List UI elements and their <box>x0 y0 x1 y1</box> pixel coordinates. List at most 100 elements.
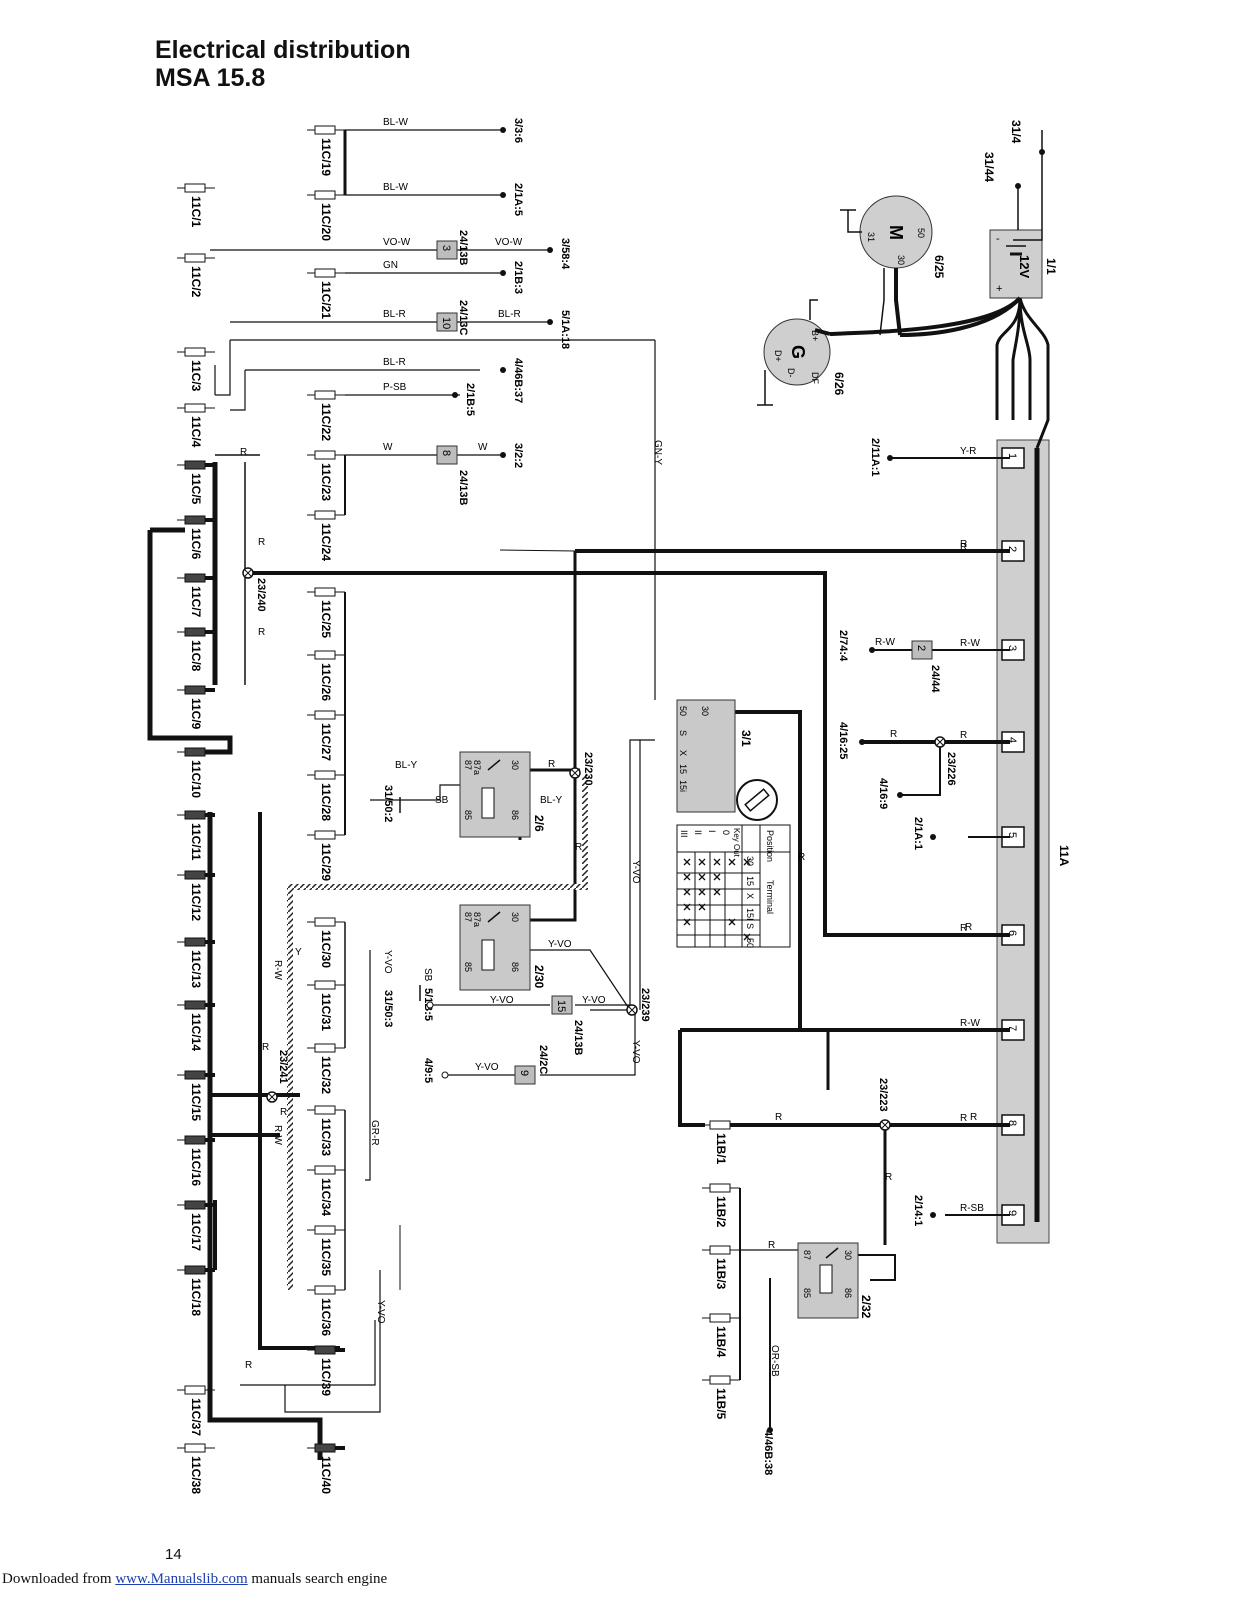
box-terminal-number: 1 <box>1006 453 1018 459</box>
table-terminal-50: 50 <box>745 938 755 948</box>
wire-label-r: R <box>258 627 265 638</box>
footer-prefix: Downloaded from <box>2 1571 116 1587</box>
fuse-number: 8 <box>440 450 452 456</box>
relay-2-6-label: 2/6 <box>532 815 546 832</box>
fuse-name: 24/44 <box>929 665 941 693</box>
box-terminal-5: 52/1A:1 <box>912 817 1025 850</box>
box-terminal-number: 9 <box>1006 1210 1018 1216</box>
fuse-2: 10 24/13C <box>436 300 469 336</box>
connector-11c-37: 11C/37 <box>177 1385 215 1436</box>
connector-11c-30-label: 11C/30 <box>319 930 333 968</box>
connector-11c-7: 11C/7 <box>177 573 215 618</box>
box-terminal-dest: 2/14:1 <box>912 1195 924 1226</box>
connector-11c-13: 11C/13 <box>177 937 215 988</box>
bus-wiring <box>147 129 1010 1460</box>
ignition-switch: 3/1 50 S X 15 15i 30 <box>676 699 753 813</box>
starter-id: 6/25 <box>932 255 946 279</box>
connector-11c-40: 11C/40 <box>307 1443 345 1494</box>
box-terminal-wire: R <box>960 730 967 741</box>
fuse-name: 24/13C <box>457 300 469 336</box>
connector-11c-33: 11C/33 <box>307 1105 345 1156</box>
connector-11c-9-label: 11C/9 <box>189 698 203 730</box>
ground-4: 31/50:3 <box>382 985 421 1027</box>
wire-label: GN <box>383 260 398 271</box>
connector-11c-18-label: 11C/18 <box>189 1278 203 1316</box>
alternator: G 6/26 B+ DF D+ D- <box>763 318 846 396</box>
splice-4: 23/239 <box>626 988 651 1022</box>
wire-label: BL-W <box>383 117 409 128</box>
connector-11b-1-label: 11B/1 <box>714 1133 728 1165</box>
starter-pin-50: 50 <box>916 228 926 238</box>
wire-label: Y-VO <box>475 1062 499 1073</box>
wire-label: Y-VO <box>630 1040 641 1064</box>
ground-31-4: 31/4 <box>1009 120 1023 144</box>
connector-11c-10-label: 11C/10 <box>189 760 203 798</box>
battery-minus: - <box>996 233 1000 245</box>
box-terminal-wire: R <box>960 1113 967 1124</box>
connector-11c-23: 11C/23 <box>307 450 345 501</box>
box-terminal-number: 5 <box>1006 832 1018 838</box>
fuse-number: 2 <box>915 645 927 651</box>
wire-label-r: R <box>970 1112 977 1123</box>
connector-11c-38: 11C/38 <box>177 1443 215 1494</box>
distribution-box-label: 11A <box>1057 845 1071 867</box>
output-dot <box>500 192 506 198</box>
ignition-switch-label: 3/1 <box>739 730 753 747</box>
relay-2-32-pin-86: 86 <box>843 1288 853 1298</box>
connector-11c-5: 11C/5 <box>177 460 215 505</box>
alternator-label: G <box>788 345 808 359</box>
connector-11c-14-label: 11C/14 <box>189 1013 203 1051</box>
relay-2-30-pin-85: 85 <box>463 962 473 972</box>
connector-11c-18: 11C/18 <box>177 1265 215 1316</box>
wire-label-r: R <box>960 542 967 553</box>
footer-suffix: manuals search engine <box>247 1571 388 1587</box>
table-mark <box>728 858 736 866</box>
ignition-pin-30: 30 <box>700 706 710 716</box>
connector-11c-33-label: 11C/33 <box>319 1118 333 1156</box>
terminal-dest-dot <box>930 834 936 840</box>
box-terminal-wire: R-W <box>960 638 981 649</box>
fuse-name: 24/13B <box>457 470 469 506</box>
connector-11c-22-label: 11C/22 <box>319 403 333 441</box>
connector-11c-29: 11C/29 <box>307 830 345 881</box>
connector-11c-28-label: 11C/28 <box>319 783 333 821</box>
box-terminal-1: 1Y-R2/11A:1 <box>869 438 1025 477</box>
connector-11c-17: 11C/17 <box>177 1200 215 1251</box>
wire-label: Y <box>295 947 302 958</box>
connector-11b-5-label: 11B/5 <box>714 1388 728 1420</box>
wire-label: Y-VO <box>630 860 641 884</box>
wire-label: W <box>478 442 488 453</box>
connector-11c-22: 11C/22 <box>307 390 345 441</box>
connector-11c-13-label: 11C/13 <box>189 950 203 988</box>
table-position-0: 0 <box>721 830 731 835</box>
connector-11c-9: 11C/9 <box>177 685 215 730</box>
connector-11c-36: 11C/36 <box>307 1285 345 1336</box>
box-terminal-7: 7R-W <box>960 1018 1025 1041</box>
connector-11b-2-label: 11B/2 <box>714 1196 728 1228</box>
relay-2-6-pin-87a: 87a <box>472 760 482 775</box>
connector-11c-35-label: 11C/35 <box>319 1238 333 1276</box>
box-terminal-6: 6R <box>960 923 1025 946</box>
connector-11c-16: 11C/16 <box>177 1135 215 1186</box>
splice-2: 23/230 <box>569 752 594 786</box>
connector-11c-2-label: 11C/2 <box>189 266 203 298</box>
connector-11b-3-label: 11B/3 <box>714 1258 728 1290</box>
box-terminal-number: 2 <box>1006 546 1018 552</box>
connector-11c-14: 11C/14 <box>177 1000 215 1051</box>
relay-2-6-pin-30: 30 <box>510 760 520 770</box>
wire-label: SB <box>435 795 449 806</box>
wiring-diagram: 11A 1Y-R2/11A:12R3R-W2/74:44R4/16:2552/1… <box>147 117 1071 1494</box>
table-position-i: I <box>707 830 717 833</box>
manualslib-link[interactable]: www.Manualslib.com <box>115 1571 248 1587</box>
output-dot <box>500 270 506 276</box>
table-position-key-out: Key Out <box>732 828 741 858</box>
fuse-number: 10 <box>440 317 452 329</box>
box-terminal-dest: 2/74:4 <box>837 630 849 662</box>
relay-2-32-pin-87: 87 <box>802 1250 812 1260</box>
table-terminal-15i: 15I <box>745 908 755 921</box>
page-subtitle: MSA 15.8 <box>155 64 266 92</box>
relay-2-32: 2/32 87 30 86 85 <box>797 1242 873 1319</box>
splice-6: 23/223 <box>877 1078 891 1131</box>
connector-11c-17-label: 11C/17 <box>189 1213 203 1251</box>
